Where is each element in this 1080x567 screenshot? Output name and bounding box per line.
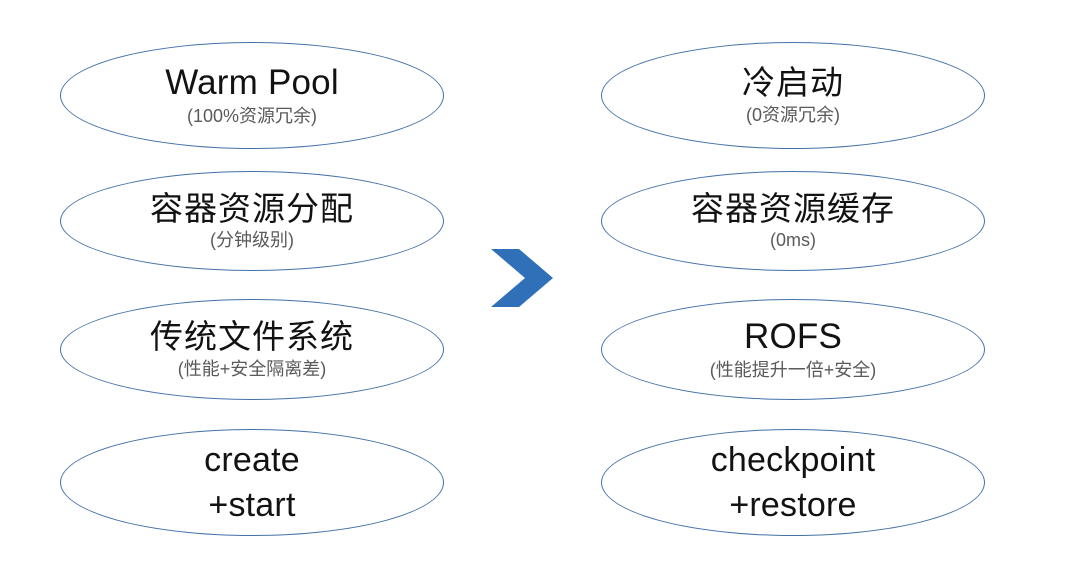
node-right-3-title: ROFS xyxy=(743,317,843,357)
node-left-2-title: 容器资源分配 xyxy=(150,189,354,227)
node-right-2-subtitle: (0ms) xyxy=(770,230,816,251)
node-left-2-subtitle: (分钟级别) xyxy=(210,230,294,251)
node-right-3-subtitle: (性能提升一倍+安全) xyxy=(709,359,877,380)
right-column: 冷启动 (0资源冗余) 容器资源缓存 (0ms) ROFS (性能提升一倍+安全… xyxy=(601,0,985,567)
node-right-1[interactable]: 冷启动 (0资源冗余) xyxy=(601,42,985,149)
left-column: Warm Pool (100%资源冗余) 容器资源分配 (分钟级别) 传统文件系… xyxy=(60,0,444,567)
node-left-4-subtitle: +start xyxy=(208,485,296,524)
node-left-3[interactable]: 传统文件系统 (性能+安全隔离差) xyxy=(60,299,444,400)
node-left-2[interactable]: 容器资源分配 (分钟级别) xyxy=(60,171,444,271)
node-right-4[interactable]: checkpoint +restore xyxy=(601,429,985,536)
node-left-4-title: create xyxy=(204,441,300,480)
node-left-3-title: 传统文件系统 xyxy=(150,318,354,356)
node-left-1[interactable]: Warm Pool (100%资源冗余) xyxy=(60,42,444,149)
node-left-1-subtitle: (100%资源冗余) xyxy=(186,105,318,126)
node-left-1-title: Warm Pool xyxy=(165,63,339,103)
node-left-3-subtitle: (性能+安全隔离差) xyxy=(177,358,327,379)
node-right-2-title: 容器资源缓存 xyxy=(691,189,895,227)
node-left-4[interactable]: create +start xyxy=(60,429,444,536)
chevron-right-arrow-icon xyxy=(489,247,555,309)
node-right-3[interactable]: ROFS (性能提升一倍+安全) xyxy=(601,299,985,400)
node-right-2[interactable]: 容器资源缓存 (0ms) xyxy=(601,171,985,271)
node-right-1-subtitle: (0资源冗余) xyxy=(746,104,840,125)
node-right-1-title: 冷启动 xyxy=(742,64,844,102)
node-right-4-subtitle: +restore xyxy=(729,485,857,524)
node-right-4-title: checkpoint xyxy=(710,441,876,480)
